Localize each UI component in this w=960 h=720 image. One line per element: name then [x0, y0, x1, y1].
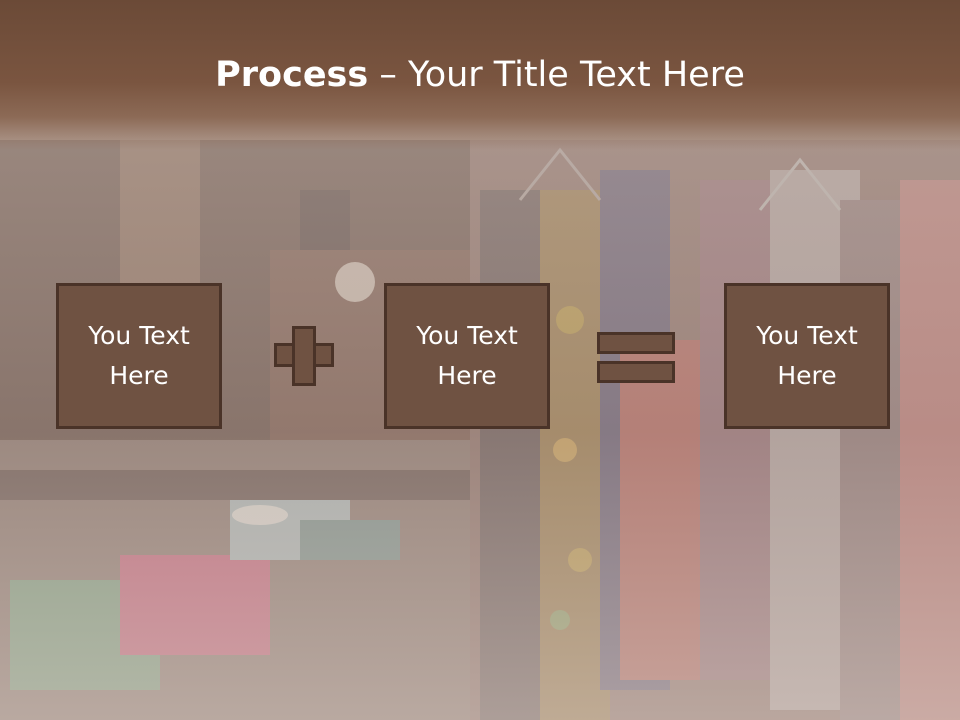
process-box-2[interactable]: You Text Here [384, 283, 550, 429]
process-box-1[interactable]: You Text Here [56, 283, 222, 429]
plus-icon [295, 346, 313, 364]
equals-icon-top-bar [597, 332, 675, 354]
title-rest: – Your Title Text Here [368, 55, 745, 95]
title-banner [0, 0, 960, 150]
slide-title[interactable]: Process – Your Title Text Here [0, 52, 960, 98]
equals-icon-bottom-bar [597, 361, 675, 383]
title-bold: Process [215, 55, 369, 95]
process-box-3[interactable]: You Text Here [724, 283, 890, 429]
